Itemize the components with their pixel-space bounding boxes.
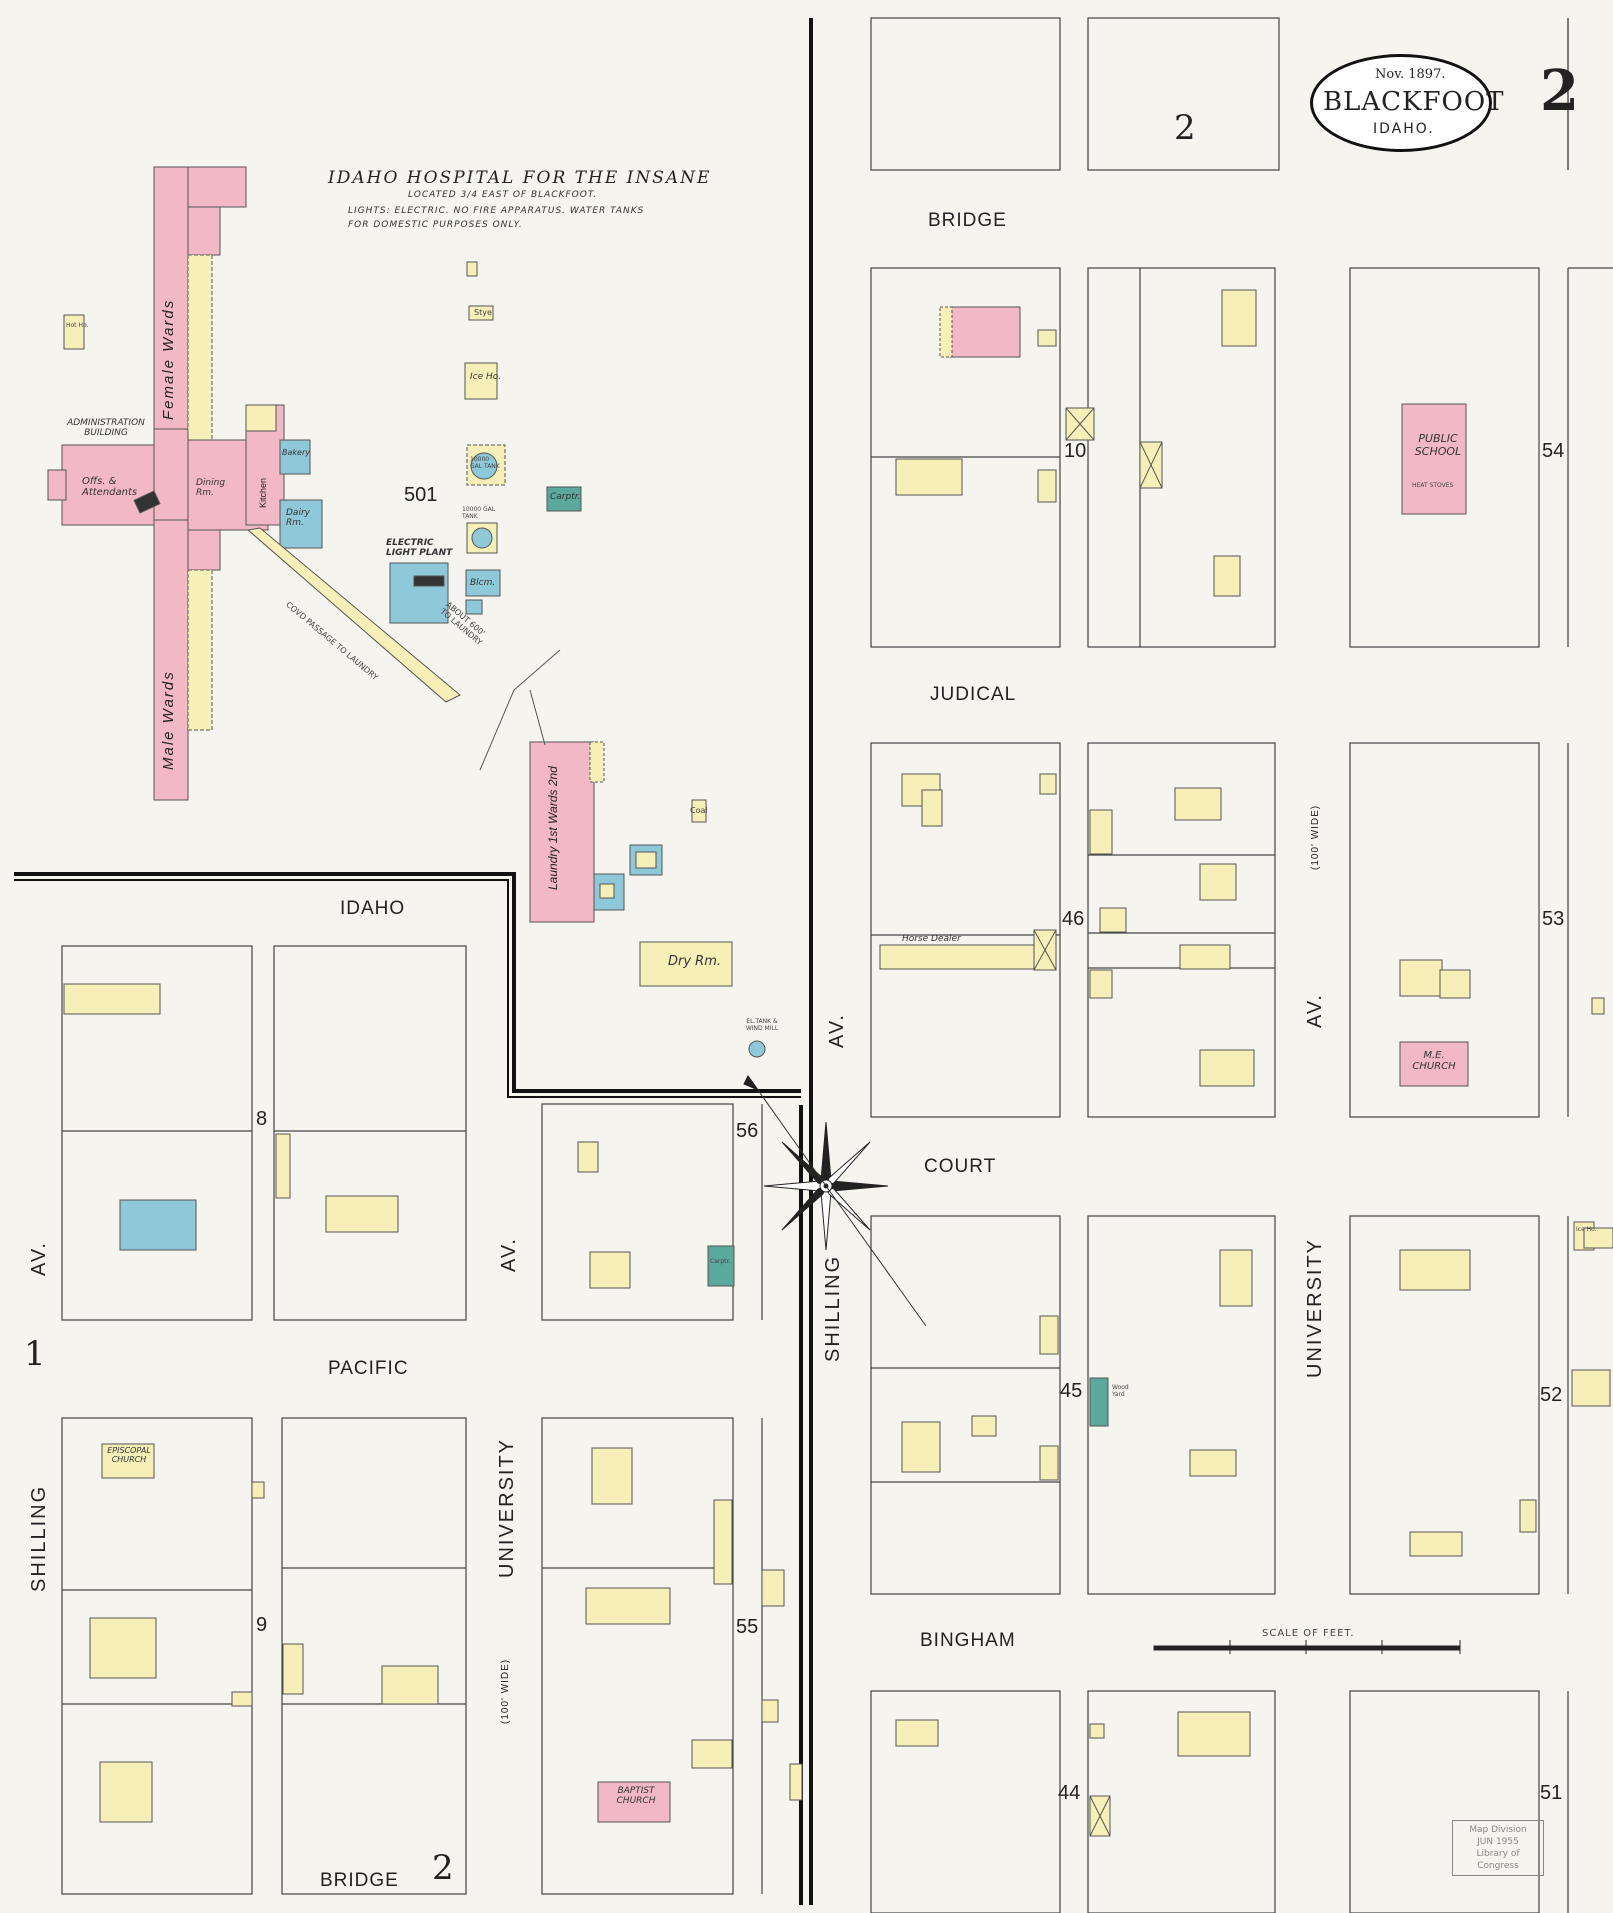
horse-dealer-label: Horse Dealer: [902, 934, 961, 944]
public-school-label: PUBLIC SCHOOL: [1414, 432, 1462, 458]
scale-bar: [1153, 1640, 1461, 1654]
wide-note-west: (100' WIDE): [500, 1658, 511, 1724]
dairy-label: Dairy Rm.: [286, 508, 310, 528]
baptist-label: BAPTIST CHURCH: [616, 1786, 656, 1806]
dry-room: [639, 941, 733, 987]
street-shilling-west: SHILLING: [28, 1484, 50, 1592]
street-pacific: PACIFIC: [328, 1358, 409, 1379]
title-cartouche: Nov. 1897. BLACKFOOT IDAHO.: [1310, 54, 1503, 152]
block-52: 52: [1540, 1384, 1563, 1406]
street-court: COURT: [924, 1156, 997, 1177]
east-buildings: [879, 289, 1613, 1837]
street-bridge-top: BRIDGE: [928, 210, 1007, 231]
administration-building: [61, 444, 155, 526]
block-2-bottom: 2: [432, 1848, 454, 1888]
street-bridge-bottom: BRIDGE: [320, 1870, 399, 1891]
tank-small-label: 10000 GAL TANK: [462, 506, 496, 520]
cartouche-date: Nov. 1897.: [1375, 67, 1446, 82]
dining-label: Dining Rm.: [196, 478, 226, 498]
ice-house-label: Ice Ho.: [470, 372, 502, 382]
block-54: 54: [1542, 440, 1565, 462]
hospital-complex: [47, 166, 766, 1058]
female-wards-label: Female Wards: [160, 298, 177, 420]
wood-yard: [1089, 1377, 1109, 1427]
library-stamp: Map Division JUN 1955 Library of Congres…: [1452, 1820, 1544, 1876]
block-51: 51: [1540, 1782, 1563, 1804]
block-46: 46: [1062, 908, 1085, 930]
carptr-label: Carptr.: [710, 1258, 731, 1265]
blcm-label: Blcm.: [470, 578, 496, 588]
street-bingham: BINGHAM: [920, 1630, 1016, 1651]
admin-label: ADMINISTRATION BUILDING: [67, 418, 145, 438]
male-wards-wing: [153, 519, 189, 801]
block-53: 53: [1542, 908, 1565, 930]
carpenter-label: Carptr.: [550, 492, 581, 502]
coal-label: Coal: [690, 806, 708, 815]
me-church-label: M.E. CHURCH: [1412, 1050, 1456, 1072]
block-55: 55: [736, 1616, 759, 1638]
wood-yard-label: Wood Yard: [1112, 1384, 1129, 1398]
street-av-west1: AV.: [28, 1241, 50, 1276]
hospital-location: LOCATED 3/4 EAST OF BLACKFOOT.: [408, 190, 598, 200]
hospital-notes-2: FOR DOMESTIC PURPOSES ONLY.: [348, 220, 523, 230]
dry-room-label: Dry Rm.: [668, 954, 722, 969]
hot-house-label: Hot Ho.: [66, 322, 89, 329]
block-45: 45: [1060, 1380, 1083, 1402]
sheet-number: 2: [1540, 58, 1579, 124]
scale-label: SCALE OF FEET.: [1262, 1628, 1355, 1639]
ice-ho-label: Ice Ho.: [1576, 1226, 1597, 1233]
tank-big-label: 10000 GAL TANK: [470, 456, 500, 470]
windmill-label: EL.TANK & WIND MILL: [745, 1018, 779, 1032]
compass-rose: [743, 1075, 927, 1327]
laundry-label: Laundry 1st Wards 2nd: [546, 766, 560, 890]
block-44: 44: [1058, 1782, 1081, 1804]
street-av-west2: AV.: [498, 1237, 520, 1272]
stamp-line-1: Map Division: [1469, 1825, 1527, 1835]
hospital-title: IDAHO HOSPITAL FOR THE INSANE: [328, 168, 712, 188]
stye-label: Stye: [474, 308, 492, 317]
block-56: 56: [736, 1120, 759, 1142]
street-shilling-east: SHILLING: [822, 1254, 844, 1362]
street-judical: JUDICAL: [930, 684, 1017, 705]
laundry-building: [529, 741, 595, 923]
cartouche-state: IDAHO.: [1373, 121, 1435, 137]
street-university-west: UNIVERSITY: [496, 1437, 518, 1578]
electric-light-plant: [389, 562, 449, 624]
street-av-east1: AV.: [826, 1013, 848, 1048]
kitchen-label: Kitchen: [258, 477, 268, 508]
episcopal-label: EPISCOPAL CHURCH: [107, 1446, 151, 1464]
electric-plant-label: ELECTRIC LIGHT PLANT: [386, 538, 453, 558]
block-501: 501: [404, 484, 438, 506]
cartouche-town: BLACKFOOT: [1323, 87, 1505, 117]
offices-label: Offs. & Attendants: [82, 476, 138, 498]
heat-stoves-label: HEAT STOVES: [1412, 482, 1454, 489]
block-2-top: 2: [1174, 108, 1196, 148]
block-10: 10: [1064, 440, 1087, 462]
stamp-line-2: JUN 1955: [1477, 1837, 1519, 1847]
bakery-label: Bakery: [282, 448, 310, 457]
street-av-east2: AV.: [1304, 993, 1326, 1028]
block-1: 1: [24, 1334, 46, 1374]
block-9: 9: [256, 1614, 268, 1636]
west-blocks: [61, 945, 763, 1895]
street-idaho: IDAHO: [340, 898, 406, 919]
baptist-church: [597, 1781, 671, 1823]
west-buildings: [63, 983, 803, 1823]
public-school: [1401, 403, 1467, 515]
hospital-notes-1: LIGHTS: ELECTRIC. NO FIRE APPARATUS. WAT…: [348, 206, 645, 216]
block-8: 8: [256, 1108, 268, 1130]
male-wards-label: Male Wards: [160, 670, 177, 770]
east-blocks: [870, 17, 1613, 1913]
stamp-line-3: Library of Congress: [1476, 1849, 1520, 1871]
wide-note-east: (100' WIDE): [1310, 804, 1321, 870]
me-church: [1399, 1041, 1469, 1087]
street-university-east: UNIVERSITY: [1304, 1237, 1326, 1378]
